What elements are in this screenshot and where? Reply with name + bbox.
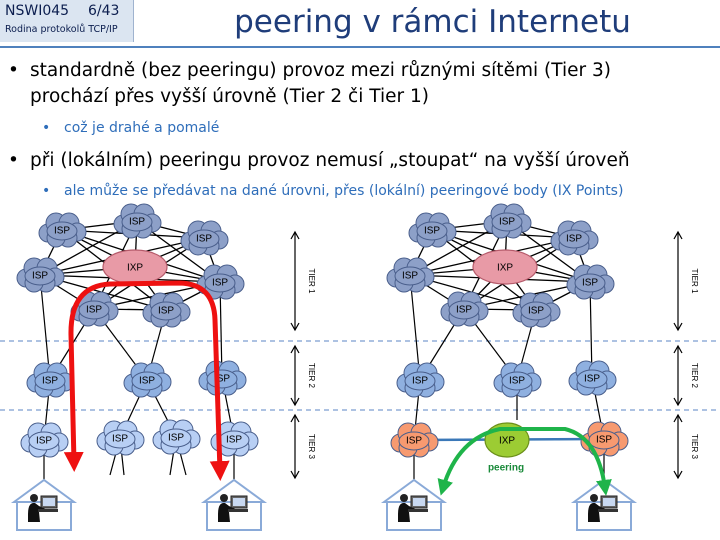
slide-number: 6/43 xyxy=(88,3,120,19)
ixp-tier1-node: IXP xyxy=(102,249,168,285)
isp-tier1-node: ISP xyxy=(38,212,87,248)
isp-tier1-node: ISP xyxy=(440,291,489,327)
isp-label: ISP xyxy=(566,234,582,245)
isp-tier1-node: ISP xyxy=(483,203,532,239)
isp-tier3-node: ISP xyxy=(96,420,145,456)
isp-label: ISP xyxy=(509,376,525,387)
isp-label: ISP xyxy=(424,226,440,237)
isp-label: ISP xyxy=(528,306,544,317)
sub-bullet-1-text: což je drahé a pomalé xyxy=(64,120,220,136)
isp-label: ISP xyxy=(168,433,184,444)
slide-header-box: NSWI045 6/43 Rodina protokolů TCP/IP xyxy=(0,0,134,42)
ixp-label: IXP xyxy=(127,263,143,274)
isp-label: ISP xyxy=(582,278,598,289)
isp-label: ISP xyxy=(54,226,70,237)
tier3-marker-right: TIER 3 xyxy=(673,413,699,480)
isp-label: ISP xyxy=(596,435,612,446)
isp-tier1-node: ISP xyxy=(550,220,599,256)
isp-label: ISP xyxy=(584,374,600,385)
bullet-dot-icon: • xyxy=(8,150,19,171)
isp-label: ISP xyxy=(139,376,155,387)
isp-tier3-node: ISP xyxy=(20,422,69,458)
isp-tier1-node: ISP xyxy=(512,292,561,328)
isp-tier3-node: ISP xyxy=(152,419,201,455)
ixp-label: IXP xyxy=(497,263,513,274)
course-name: Rodina protokolů TCP/IP xyxy=(5,24,118,35)
bullet-1-line-1: standardně (bez peeringu) provoz mezi rů… xyxy=(30,60,611,81)
isp-tier1-node: ISP xyxy=(180,220,229,256)
bullet-1-line-2: prochází přes vyšší úrovně (Tier 2 či Ti… xyxy=(30,86,429,107)
isp-tier3-node: ISP xyxy=(210,421,259,457)
isp-tier1-node: ISP xyxy=(386,257,435,293)
isp-tier3-node: ISP xyxy=(580,421,629,457)
isp-label: ISP xyxy=(412,376,428,387)
tier1-marker-right: TIER 1 xyxy=(673,230,699,332)
isp-label: ISP xyxy=(212,278,228,289)
isp-label: ISP xyxy=(42,376,58,387)
isp-tier1-node: ISP xyxy=(142,292,191,328)
user-house xyxy=(13,479,75,531)
isp-tier2-node: ISP xyxy=(493,362,542,398)
peering-diagram: IXP ISP ISP ISP ISP ISP ISP ISP ISP ISP ISP ISP ISP I… xyxy=(0,203,720,531)
isp-tier3-node: ISP xyxy=(390,422,439,458)
ixp-label: IXP xyxy=(499,436,515,447)
tier-label: TIER 3 xyxy=(690,434,699,459)
tier-label: TIER 3 xyxy=(307,434,316,459)
sub-bullet-dot-icon: • xyxy=(42,183,51,199)
isp-label: ISP xyxy=(32,271,48,282)
isp-label: ISP xyxy=(456,305,472,316)
isp-label: ISP xyxy=(226,435,242,446)
tier-label: TIER 2 xyxy=(690,363,699,388)
sub-bullet-dot-icon: • xyxy=(42,120,51,136)
peering-label: peering xyxy=(488,463,524,474)
isp-tier2-node: ISP xyxy=(568,360,617,396)
user-house xyxy=(383,479,445,531)
isp-label: ISP xyxy=(406,436,422,447)
isp-tier1-node: ISP xyxy=(196,264,245,300)
isp-tier2-node: ISP xyxy=(26,362,75,398)
green-peering-path xyxy=(437,427,612,496)
isp-label: ISP xyxy=(158,306,174,317)
ixp-tier1-node: IXP xyxy=(472,249,538,285)
tier-label: TIER 1 xyxy=(690,269,699,294)
bullet-dot-icon: • xyxy=(8,60,19,81)
course-code: NSWI045 xyxy=(5,3,70,19)
isp-tier2-node: ISP xyxy=(198,360,247,396)
isp-tier1-node: ISP xyxy=(566,264,615,300)
tier1-marker-left: TIER 1 xyxy=(290,230,316,332)
isp-label: ISP xyxy=(402,271,418,282)
bullet-2-line-1: při (lokálním) peeringu provoz nemusí „s… xyxy=(30,150,630,171)
tier-label: TIER 1 xyxy=(307,269,316,294)
isp-label: ISP xyxy=(196,234,212,245)
isp-tier1-node: ISP xyxy=(70,291,119,327)
tier2-marker-right: TIER 2 xyxy=(673,344,699,407)
isp-label: ISP xyxy=(36,436,52,447)
isp-tier1-node: ISP xyxy=(408,212,457,248)
tier2-marker-left: TIER 2 xyxy=(290,344,316,407)
isp-label: ISP xyxy=(129,217,145,228)
isp-tier2-node: ISP xyxy=(396,362,445,398)
user-house xyxy=(203,479,265,531)
isp-tier2-node: ISP xyxy=(123,362,172,398)
isp-label: ISP xyxy=(86,305,102,316)
isp-label: ISP xyxy=(112,434,128,445)
tier3-marker-left: TIER 3 xyxy=(290,413,316,480)
isp-label: ISP xyxy=(499,217,515,228)
red-traffic-path xyxy=(63,280,230,481)
sub-bullet-2-text: ale může se předávat na dané úrovni, pře… xyxy=(64,183,624,199)
isp-tier1-node: ISP xyxy=(113,203,162,239)
isp-tier1-node: ISP xyxy=(16,257,65,293)
title-divider xyxy=(0,46,720,48)
tier-label: TIER 2 xyxy=(307,363,316,388)
slide-title: peering v rámci Internetu xyxy=(234,4,631,40)
isp-label: ISP xyxy=(214,374,230,385)
